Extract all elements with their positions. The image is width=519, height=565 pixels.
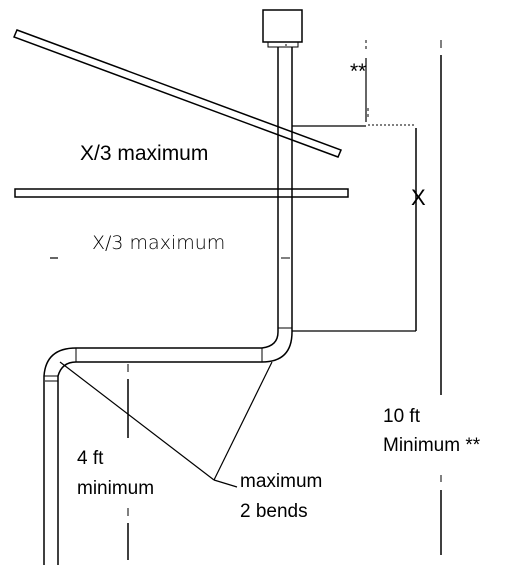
four-ft-label-line1: 4 ft bbox=[77, 448, 104, 469]
termination-cap bbox=[262, 9, 303, 48]
lower-elbow bbox=[43, 347, 77, 382]
vertical-pipe-upper bbox=[277, 47, 293, 332]
bends-label-line1: maximum bbox=[240, 471, 322, 492]
roof-clearance-label: ** bbox=[350, 60, 366, 83]
ceiling-board bbox=[14, 188, 349, 198]
x-dimension-label: X bbox=[411, 185, 426, 210]
ten-ft-label-line2: Minimum ** bbox=[383, 435, 481, 456]
x-dimension bbox=[292, 124, 417, 332]
bends-label-line2: 2 bends bbox=[240, 501, 308, 522]
horizontal-pipe bbox=[75, 347, 262, 363]
bends-leader-lines bbox=[59, 361, 273, 488]
sloped-roof bbox=[12, 29, 343, 158]
vertical-pipe-lower bbox=[43, 376, 59, 565]
four-ft-label-line2: minimum bbox=[77, 478, 154, 499]
ten-ft-label-line1: 10 ft bbox=[383, 406, 421, 427]
x-third-max-lower-label: X/3 maximum bbox=[92, 232, 225, 254]
x-third-max-upper-label: X/3 maximum bbox=[80, 142, 208, 165]
upper-elbow bbox=[261, 331, 293, 363]
roof-clearance-dimension bbox=[292, 40, 369, 127]
